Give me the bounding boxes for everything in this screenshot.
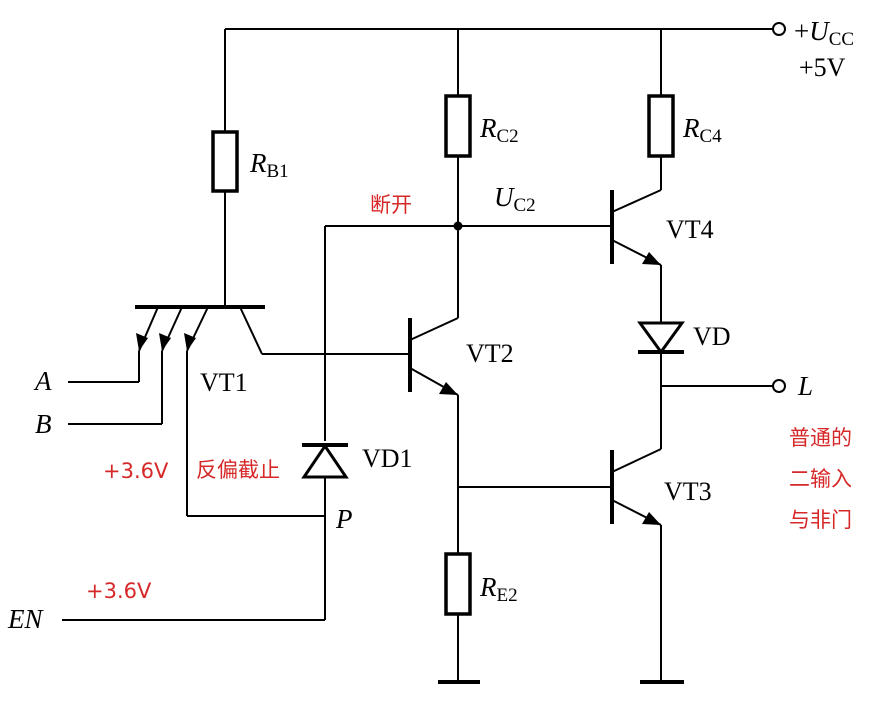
vt2-label: VT2 xyxy=(466,339,514,368)
node-p-label: P xyxy=(335,504,353,534)
annotations: 断开 反偏截止 +3.6V +3.6V 普通的 二输入 与非门 xyxy=(86,193,852,603)
resistor-symbols xyxy=(211,94,675,616)
vt1-arrow-b xyxy=(159,333,171,351)
note-voltage-left: +3.6V xyxy=(103,459,169,483)
vt3-emitter-arrow xyxy=(642,512,661,525)
vt2-emitter-arrow xyxy=(439,382,458,395)
input-a-label: A xyxy=(33,366,52,396)
note-gate-line2: 二输入 xyxy=(789,467,852,491)
transistor-vt1 xyxy=(135,305,265,351)
wires xyxy=(62,28,773,682)
note-reverse-cutoff: 反偏截止 xyxy=(196,458,280,482)
junction-uc2 xyxy=(453,221,463,231)
labels: +UCC +5V RB1 RC2 RC4 RE2 UC2 VT1 VT2 VT3… xyxy=(7,16,854,634)
uc2-label: UC2 xyxy=(494,182,536,216)
note-gate-line3: 与非门 xyxy=(789,508,852,532)
transistor-vt3 xyxy=(610,448,662,526)
diode-vd xyxy=(637,321,685,355)
vt4-emitter-arrow xyxy=(642,252,661,265)
output-l-label: L xyxy=(797,371,813,401)
rb1-label: RB1 xyxy=(249,148,289,182)
vt1-arrow-a xyxy=(136,333,148,351)
vd1-label: VD1 xyxy=(362,444,413,473)
vt1-label: VT1 xyxy=(200,368,248,397)
terminals xyxy=(453,22,786,393)
resistor-rc4 xyxy=(647,94,675,158)
diode-vd1 xyxy=(301,443,349,479)
note-gate-line1: 普通的 xyxy=(789,426,852,450)
input-b-label: B xyxy=(35,409,52,439)
transistor-vt4 xyxy=(610,189,662,266)
resistor-rc2 xyxy=(444,94,472,158)
resistor-re2 xyxy=(444,552,472,616)
rc4-label: RC4 xyxy=(682,113,722,147)
vt1-arrow-p xyxy=(184,333,196,351)
re2-label: RE2 xyxy=(479,572,518,606)
rc2-label: RC2 xyxy=(479,113,519,147)
output-terminal xyxy=(772,379,786,393)
supply-terminal xyxy=(772,22,786,36)
supply-label: +UCC xyxy=(794,16,854,50)
vd-label: VD xyxy=(693,322,731,351)
input-en-label: EN xyxy=(7,604,44,634)
transistor-vt2 xyxy=(408,317,459,396)
vt3-label: VT3 xyxy=(664,477,712,506)
resistor-rb1 xyxy=(211,130,239,193)
note-open: 断开 xyxy=(370,193,412,217)
vt4-label: VT4 xyxy=(666,215,714,244)
note-voltage-en: +3.6V xyxy=(86,579,152,603)
supply-voltage-label: +5V xyxy=(799,53,846,82)
